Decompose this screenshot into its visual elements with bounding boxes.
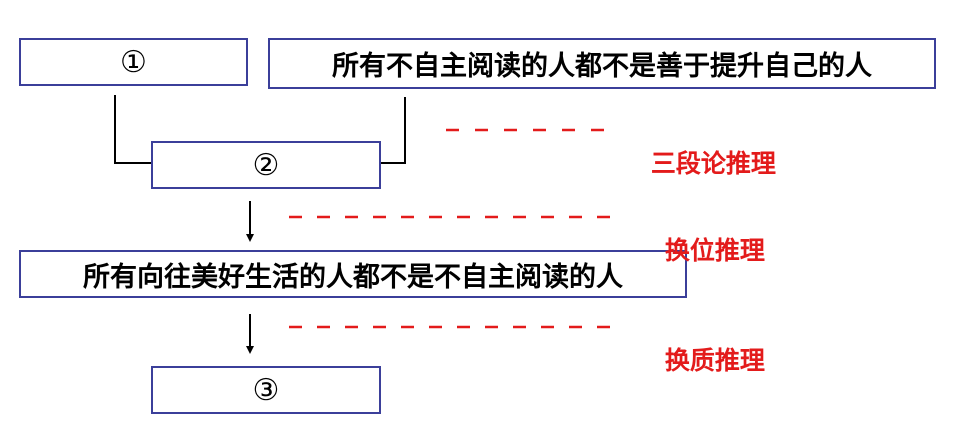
bracket-left xyxy=(114,95,152,164)
arrow-head-2 xyxy=(246,346,254,354)
annotation-syllogism: 三段论推理 xyxy=(616,115,776,209)
statement-label: 所有向往美好生活的人都不是不自主阅读的人 xyxy=(83,261,623,293)
arrow-head-1 xyxy=(246,234,254,242)
statement-box: 所有向往美好生活的人都不是不自主阅读的人 xyxy=(19,250,687,298)
annotation-conversion: 换位推理 xyxy=(630,202,765,296)
premise-1-box: ① xyxy=(19,38,248,86)
bracket-right xyxy=(380,97,406,164)
conclusion-3-box: ③ xyxy=(151,366,381,414)
conclusion-3-label: ③ xyxy=(252,372,280,408)
conclusion-2-box: ② xyxy=(151,141,381,189)
annotation-obversion: 换质推理 xyxy=(630,312,765,406)
annotation-obversion-label: 换质推理 xyxy=(664,346,765,375)
premise-2-label: 所有不自主阅读的人都不是善于提升自己的人 xyxy=(332,51,872,82)
conclusion-2-label: ② xyxy=(252,147,280,183)
annotation-syllogism-label: 三段论推理 xyxy=(650,149,776,178)
annotation-conversion-label: 换位推理 xyxy=(664,236,765,265)
premise-2-box: 所有不自主阅读的人都不是善于提升自己的人 xyxy=(268,38,936,89)
premise-1-label: ① xyxy=(120,44,147,80)
